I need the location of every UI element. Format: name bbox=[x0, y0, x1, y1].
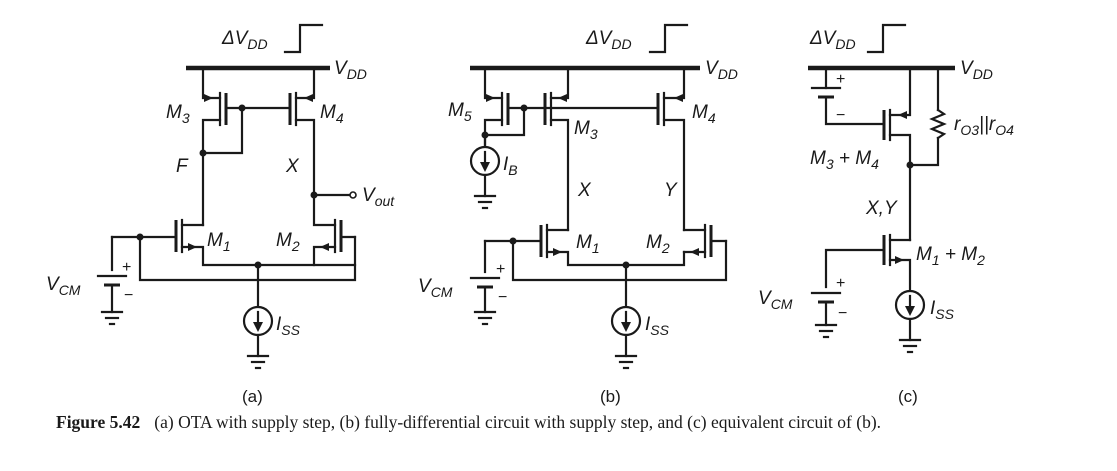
vcm-label-b: VCM bbox=[418, 276, 453, 300]
node-f-label: F bbox=[176, 156, 189, 177]
node-x-label-a: X bbox=[285, 156, 300, 177]
node-xy-label-c: X,Y bbox=[865, 198, 898, 219]
battery-minus-c2: − bbox=[838, 305, 847, 322]
battery-plus-b: + bbox=[496, 261, 505, 278]
vcm-label-a: VCM bbox=[46, 274, 81, 298]
m5-label-b: M5 bbox=[448, 100, 472, 124]
vdd-label-a: VDD bbox=[334, 58, 367, 82]
m4-label-a: M4 bbox=[320, 102, 344, 126]
circuit-a: ΔVDD VDD M3 M4 F X bbox=[46, 23, 395, 406]
m4-label-b: M4 bbox=[692, 102, 716, 126]
dvdd-label-a: ΔVDD bbox=[221, 28, 268, 52]
ground-icon-c1 bbox=[814, 323, 838, 339]
supply-step-a bbox=[283, 23, 324, 54]
circuit-b: ΔVDD VDD M5 M3 bbox=[418, 23, 738, 406]
m1-label-b: M1 bbox=[576, 232, 600, 256]
supply-step-b bbox=[648, 23, 689, 54]
m2-label-b: M2 bbox=[646, 232, 670, 256]
transistor-m5-b bbox=[483, 66, 510, 152]
subfigure-label-a: (a) bbox=[242, 387, 263, 406]
iss-label-b: ISS bbox=[645, 314, 670, 338]
subfigure-label-b: (b) bbox=[600, 387, 621, 406]
m1m2-label-c: M1 + M2 bbox=[916, 244, 985, 268]
battery-minus-a: − bbox=[124, 287, 133, 304]
ground-icon-b2 bbox=[473, 310, 497, 326]
vcm-label-c: VCM bbox=[758, 288, 793, 312]
m3-label-b: M3 bbox=[574, 118, 598, 142]
subfigure-label-c: (c) bbox=[898, 387, 918, 406]
vdd-label-c: VDD bbox=[960, 58, 993, 82]
supply-step-c bbox=[866, 23, 907, 54]
transistor-m3m4-c bbox=[882, 66, 912, 167]
figure-number: Figure 5.42 bbox=[56, 412, 141, 432]
transistor-m3-b bbox=[543, 66, 570, 232]
battery-plus-c1: + bbox=[836, 71, 845, 88]
ground-icon-c2 bbox=[898, 338, 922, 354]
transistor-m3-a bbox=[201, 66, 228, 155]
caption-text: (a) OTA with supply step, (b) fully-diff… bbox=[154, 412, 882, 432]
iss-label-c: ISS bbox=[930, 298, 955, 322]
battery-plus-a: + bbox=[122, 259, 131, 276]
dvdd-label-b: ΔVDD bbox=[585, 28, 632, 52]
battery-minus-c1: − bbox=[836, 107, 845, 124]
battery-plus-c2: + bbox=[836, 275, 845, 292]
m3-label-a: M3 bbox=[166, 102, 190, 126]
ro-label-c: rO3||rO4 bbox=[954, 114, 1014, 138]
figure-caption: Figure 5.42 (a) OTA with supply step, (b)… bbox=[56, 411, 1056, 434]
ground-icon-b1 bbox=[473, 194, 497, 210]
iss-label-a: ISS bbox=[276, 314, 301, 338]
battery-minus-b: − bbox=[498, 289, 507, 306]
transistor-m4-b bbox=[656, 66, 686, 232]
transistor-m1-a bbox=[174, 151, 357, 267]
node-y-label-b: Y bbox=[664, 180, 678, 201]
circuit-c: ΔVDD VDD + − M3 + M4 rO3||rO4 X,Y bbox=[758, 23, 1014, 406]
transistor-m2-a bbox=[312, 193, 357, 267]
ground-icon-b3 bbox=[614, 354, 638, 370]
m2-label-a: M2 bbox=[276, 230, 300, 254]
ground-icon-a1 bbox=[100, 310, 124, 326]
m3m4-label-c: M3 + M4 bbox=[810, 148, 879, 172]
ib-label-b: IB bbox=[503, 154, 518, 178]
vdd-label-b: VDD bbox=[705, 58, 738, 82]
transistor-m2-b bbox=[682, 223, 728, 259]
ground-icon-a2 bbox=[246, 354, 270, 370]
node-x-label-b: X bbox=[577, 180, 592, 201]
circuit-figure: ΔVDD VDD M3 M4 F X bbox=[46, 23, 1014, 406]
transistor-m1m2-c bbox=[882, 233, 912, 292]
dvdd-label-c: ΔVDD bbox=[809, 28, 856, 52]
resistor-ro3-ro4 bbox=[929, 108, 947, 140]
vout-label: Vout bbox=[362, 185, 395, 209]
m1-label-a: M1 bbox=[207, 230, 231, 254]
